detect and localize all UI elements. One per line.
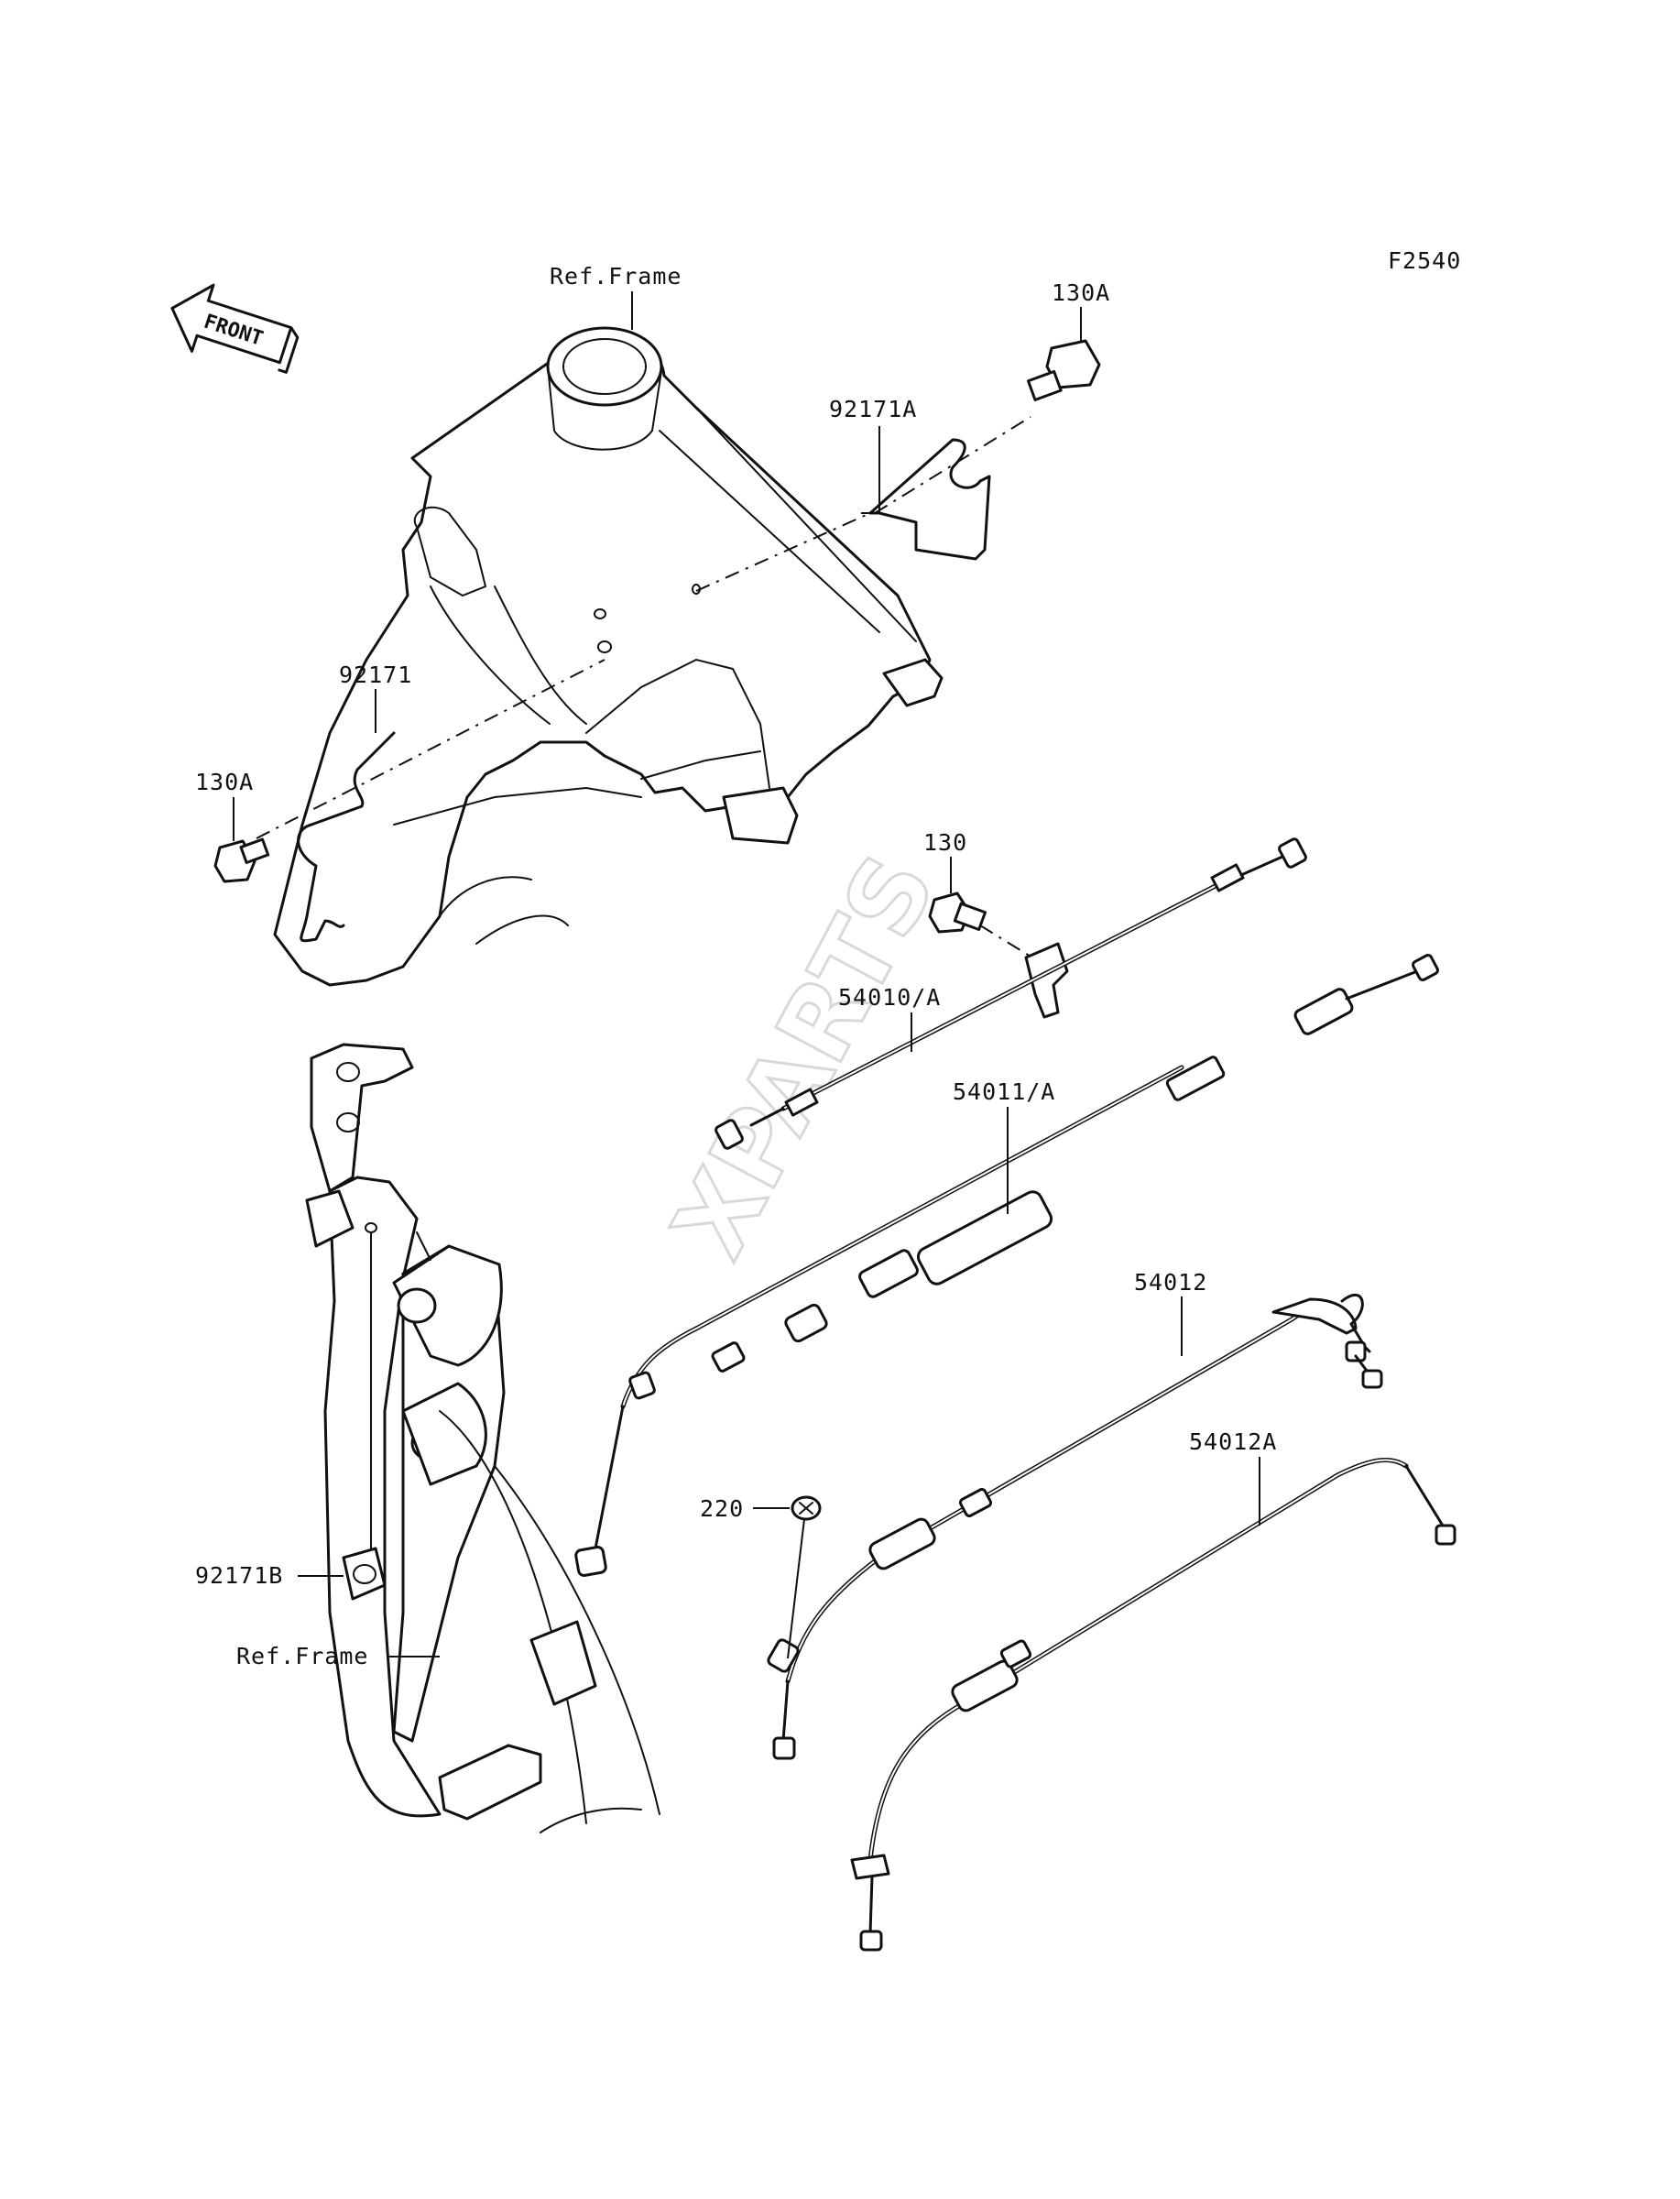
clamp-92171b [342,1547,387,1601]
label-54012: 54012 [1134,1269,1207,1296]
label-54011a: 54011/A [953,1078,1055,1105]
cable-bracket [1024,942,1069,1019]
label-130: 130 [923,829,967,856]
screw-220 [791,1495,822,1521]
front-arrow-icon: FRONT [170,283,300,374]
label-130a-left: 130A [195,769,254,795]
label-54010a: 54010/A [838,984,941,1011]
bolt-130a-left [213,837,270,883]
label-220: 220 [700,1495,744,1522]
bolt-130a-top [1026,339,1101,401]
cable-54012 [767,1293,1383,1760]
cable-54012a [850,1457,1456,1952]
watermark-text: XPARTS [650,837,958,1275]
frame-lower [305,1043,660,1833]
bolt-130 [928,892,987,934]
label-92171a: 92171A [829,396,917,422]
cable-54010a [715,837,1307,1150]
center-line-upper [874,416,1031,514]
label-130a-top: 130A [1052,279,1110,306]
label-ref-frame-bottom: Ref.Frame [236,1643,368,1669]
clamp-92171a [868,438,991,561]
clamp-92171 [297,731,396,943]
watermark: XPARTS [649,836,959,1277]
center-line-left [256,659,605,839]
frame-upper [273,326,944,987]
cable-54011a [574,954,1439,1577]
figure-code: F2540 [1388,247,1461,274]
label-54012a: 54012A [1189,1428,1277,1455]
label-92171b: 92171B [195,1562,283,1589]
label-92171: 92171 [339,662,412,688]
label-ref-frame-top: Ref.Frame [550,263,682,290]
